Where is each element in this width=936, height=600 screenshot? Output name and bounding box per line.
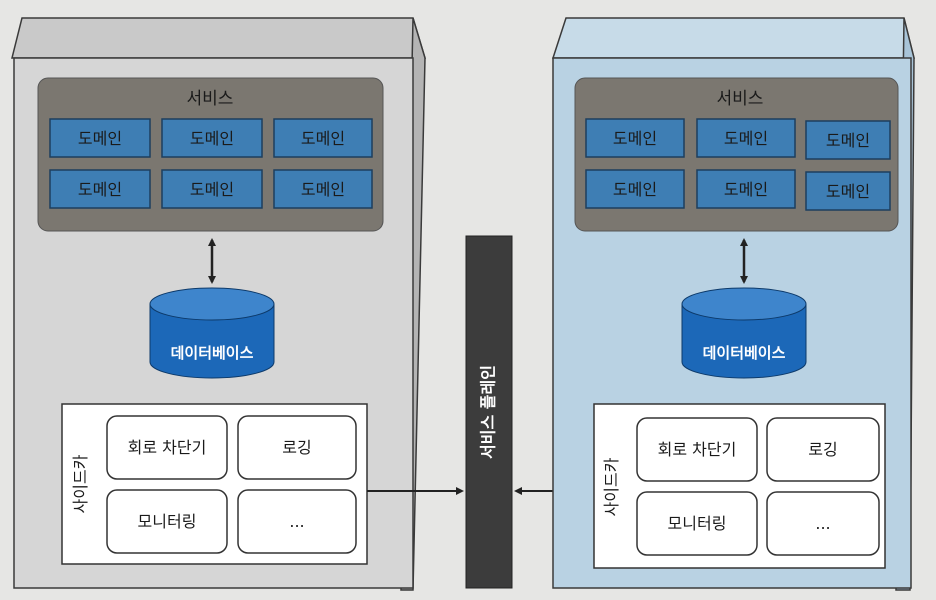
right-domain-box-5	[696, 169, 796, 209]
right-sidecar-item-box-4	[766, 491, 880, 556]
right-domain-box-2	[696, 118, 796, 158]
left-domain-box-2	[161, 118, 263, 158]
left-domain-box-3	[273, 118, 373, 158]
left-domain-label-5: 도메인	[190, 180, 234, 199]
right-domain-box-1	[585, 118, 685, 158]
right-domain-box-6	[805, 171, 891, 211]
right-domain-label-6: 도메인	[826, 182, 870, 201]
left-domain-label-2: 도메인	[190, 129, 234, 148]
right-sidecar-item-box-3	[636, 491, 758, 556]
left-domain-grid: 도메인 도메인 도메인 도메인 도메인 도메인	[49, 118, 373, 209]
right-domain-label-1: 도메인	[613, 129, 657, 148]
right-database-label: 데이터베이스	[703, 344, 786, 362]
right-sidecar-label: 사이드카	[602, 457, 621, 516]
left-sidecar-item-label-1: 회로 차단기	[128, 438, 207, 457]
right-sidecar-item-box-1	[636, 417, 758, 482]
right-database-body	[681, 304, 807, 379]
left-domain-label-3: 도메인	[301, 129, 345, 148]
left-database-body	[149, 304, 275, 379]
right-sidecar-item-box-2	[766, 417, 880, 482]
right-domain-grid: 도메인 도메인 도메인 도메인 도메인 도메인	[585, 118, 891, 211]
right-server-top-face	[551, 17, 915, 59]
right-sidecar-item-label-2: 로깅	[808, 440, 837, 459]
left-database: 데이터베이스	[149, 287, 275, 379]
right-domain-box-4	[585, 169, 685, 209]
left-database-label: 데이터베이스	[171, 344, 254, 362]
left-server: 서비스 도메인 도메인 도메인 도메인 도메인 도메인 데이터베이스 사이드카	[11, 17, 427, 591]
left-server-top-face	[11, 17, 427, 59]
service-plane: 서비스 플레인	[465, 235, 513, 589]
right-service-title: 서비스	[717, 89, 764, 109]
left-domain-label-4: 도메인	[78, 180, 122, 199]
right-server: 서비스 도메인 도메인 도메인 도메인 도메인 도메인 데이터베이스 사이드카	[551, 17, 915, 591]
service-plane-bar	[465, 235, 513, 589]
left-sidecar-item-box-1	[106, 415, 228, 480]
right-domain-label-4: 도메인	[613, 180, 657, 199]
service-plane-label: 서비스 플레인	[479, 365, 498, 459]
left-domain-label-1: 도메인	[78, 129, 122, 148]
left-sidecar-item-box-4	[237, 489, 357, 554]
left-sidecar-item-label-3: 모니터링	[138, 512, 197, 531]
left-domain-label-6: 도메인	[301, 180, 345, 199]
right-sidecar-item-label-4: ...	[815, 514, 830, 533]
left-domain-box-1	[49, 118, 151, 158]
left-domain-box-6	[273, 169, 373, 209]
left-sidecar-item-box-2	[237, 415, 357, 480]
right-domain-label-2: 도메인	[724, 129, 768, 148]
right-domain-label-3: 도메인	[826, 131, 870, 150]
left-sidecar-label: 사이드카	[71, 454, 90, 513]
left-domain-box-5	[161, 169, 263, 209]
right-database: 데이터베이스	[681, 287, 807, 379]
left-sidecar-item-label-2: 로깅	[282, 438, 311, 457]
left-domain-box-4	[49, 169, 151, 209]
left-service-title: 서비스	[187, 89, 234, 109]
right-sidecar-item-label-3: 모니터링	[668, 514, 727, 533]
right-domain-label-5: 도메인	[724, 180, 768, 199]
right-sidecar-item-label-1: 회로 차단기	[658, 440, 737, 459]
left-database-top	[149, 287, 275, 321]
left-sidecar-item-box-3	[106, 489, 228, 554]
left-sidecar-item-label-4: ...	[289, 512, 304, 531]
right-database-top	[681, 287, 807, 321]
right-domain-box-3	[805, 120, 891, 160]
